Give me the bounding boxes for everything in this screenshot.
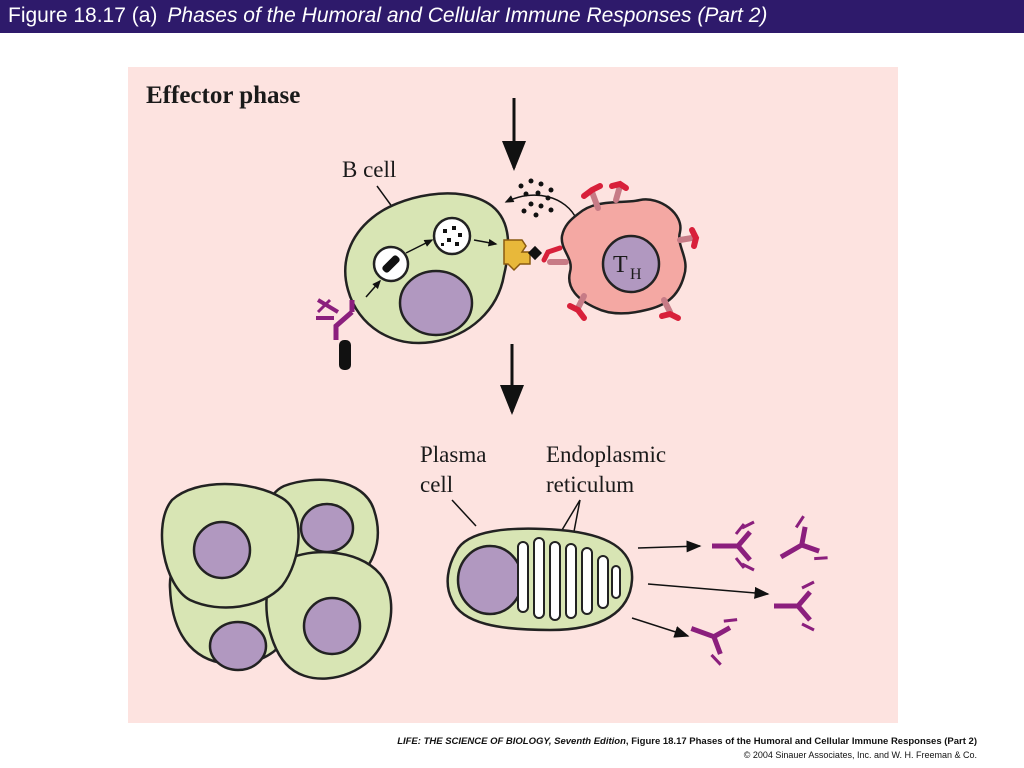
cytokines-icon — [518, 178, 554, 218]
plasma-cell-label-line2: cell — [420, 472, 453, 497]
bound-antigen-rod-icon — [339, 340, 351, 370]
presentation-arrow — [473, 238, 498, 247]
th-cell-nucleus — [601, 234, 661, 294]
footer-figure-ref: , Figure 18.17 Phases of the Humoral and… — [625, 736, 977, 747]
b-cell-label: B cell — [342, 157, 396, 182]
plasma-cell-label-line1: Plasma — [420, 442, 486, 467]
memory-cell-cluster — [160, 478, 393, 680]
b-cell-leader-line — [376, 185, 394, 209]
figure-title: Figure 18.17 (a) Phases of the Humoral an… — [8, 4, 767, 28]
secretion-arrow-1 — [637, 540, 702, 553]
b-cell-receptor-antibody — [316, 298, 355, 340]
figure-subtitle: Phases of the Humoral and Cellular Immun… — [167, 4, 768, 27]
footer-copyright: © 2004 Sinauer Associates, Inc. and W. H… — [743, 750, 977, 760]
secreted-antibody-1 — [712, 520, 755, 572]
plasma-cell — [446, 527, 634, 632]
b-cell-nucleus — [398, 269, 474, 337]
footer-book-title: LIFE: THE SCIENCE OF BIOLOGY, Seventh Ed… — [397, 736, 626, 747]
presented-peptide-icon — [527, 245, 543, 261]
processing-arrow — [405, 239, 434, 254]
secretion-arrow-3 — [631, 617, 690, 638]
antigen-rod-icon — [382, 255, 400, 273]
th-cell-label: T — [613, 252, 628, 278]
cytokine-release-arrow — [504, 194, 578, 221]
plasma-cell-leader-line — [451, 499, 477, 527]
secreted-antibody-3 — [774, 580, 815, 632]
processing-vesicle-icon — [432, 216, 472, 256]
uptake-arrow — [365, 279, 381, 298]
secreted-antibody-4 — [690, 618, 738, 666]
effector-phase-heading: Effector phase — [146, 82, 300, 109]
mhc-complex — [503, 239, 531, 272]
antigen-fragments-icon — [441, 226, 462, 246]
endoplasmic-reticulum — [517, 537, 621, 621]
th-cell-receptors — [541, 180, 700, 321]
er-label-line2: reticulum — [546, 472, 634, 497]
title-bar: Figure 18.17 (a) Phases of the Humoral an… — [0, 0, 1024, 33]
er-label-line1: Endoplasmic — [546, 442, 666, 467]
secreted-antibody-2 — [779, 515, 828, 561]
secretion-arrow-2 — [647, 583, 770, 599]
footer-citation: LIFE: THE SCIENCE OF BIOLOGY, Seventh Ed… — [397, 736, 977, 747]
figure-number: Figure 18.17 (a) — [8, 4, 158, 27]
th-cell-label-subscript: H — [630, 266, 642, 283]
